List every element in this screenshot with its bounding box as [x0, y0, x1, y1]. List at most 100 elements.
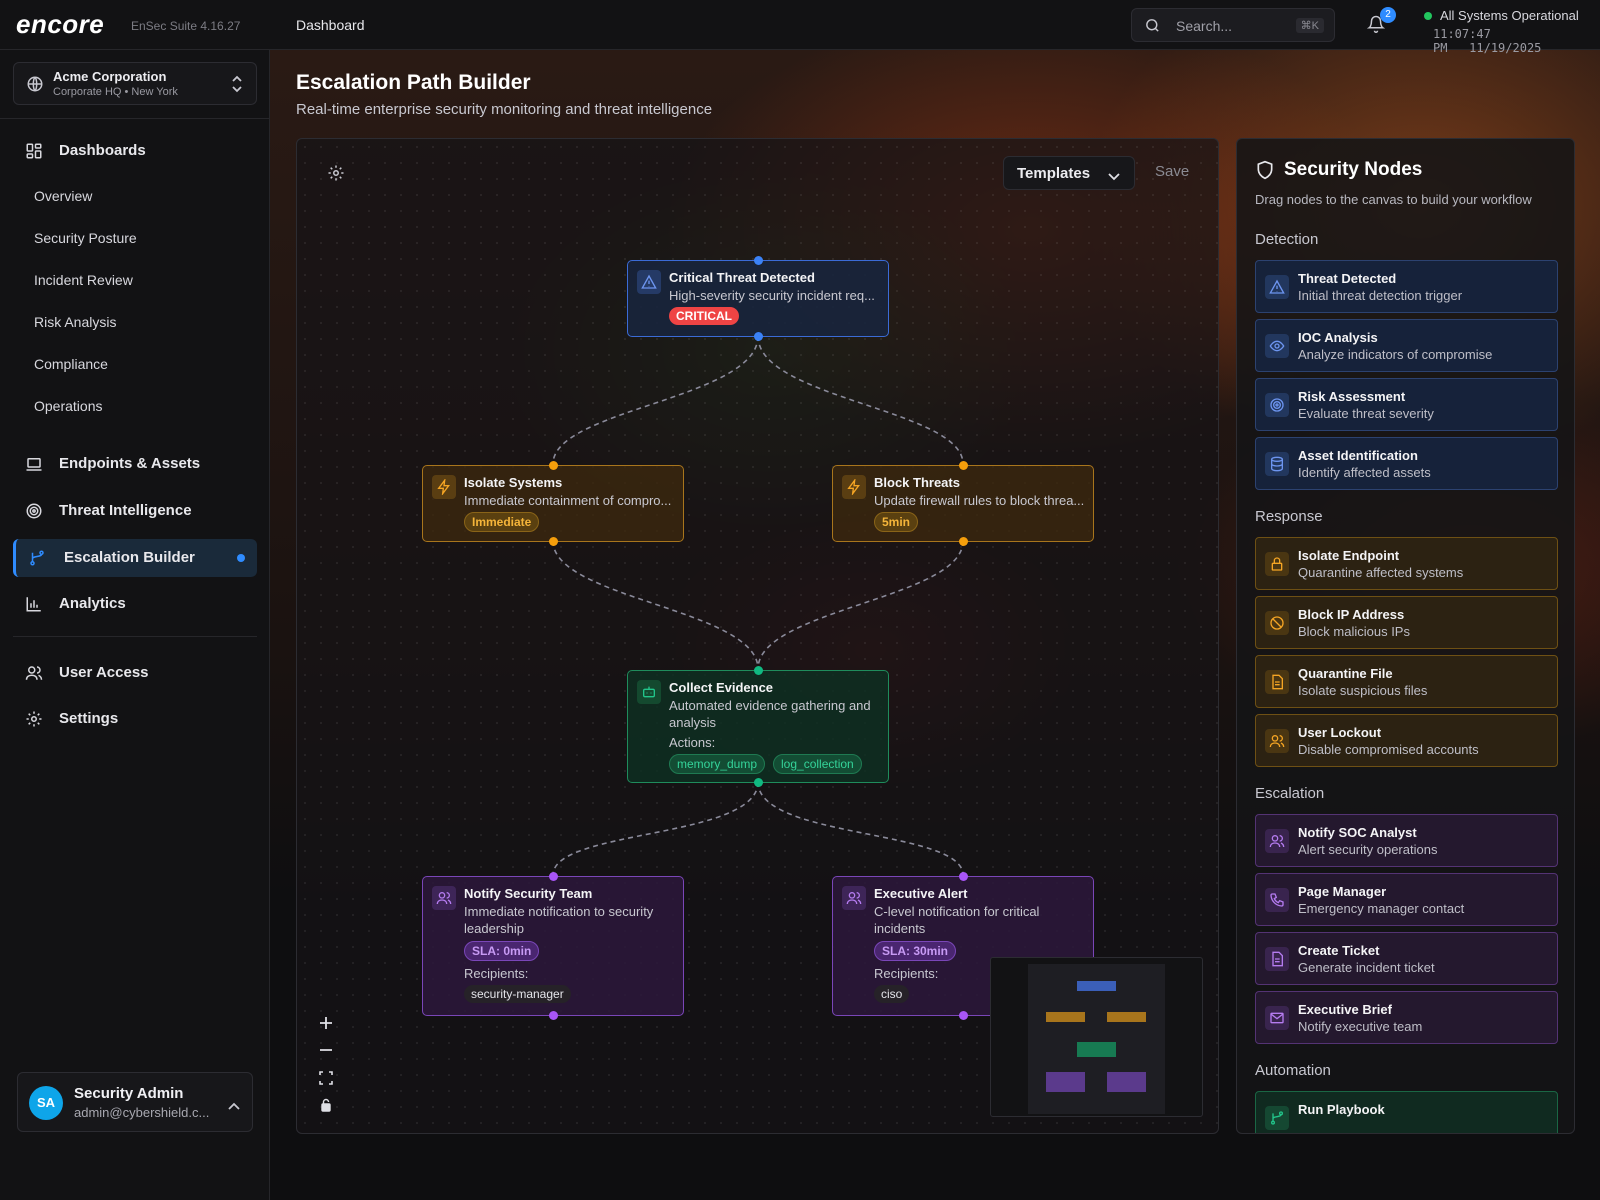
- recipients-label: Recipients:: [464, 966, 529, 981]
- panel-subtitle: Drag nodes to the canvas to build your w…: [1255, 192, 1532, 207]
- palette-executive-brief[interactable]: Executive Brief Notify executive team: [1255, 991, 1558, 1044]
- sidebar-item-analytics[interactable]: Analytics: [13, 585, 257, 623]
- workflow-canvas[interactable]: Templates Save Critical Threat Detected …: [296, 138, 1219, 1134]
- node-block-threats[interactable]: Block Threats Update firewall rules to b…: [832, 465, 1094, 542]
- edge-critical-block: [757, 335, 964, 465]
- node-handle[interactable]: [549, 1011, 558, 1020]
- breadcrumb[interactable]: Dashboard: [296, 17, 365, 33]
- status-dot: [1424, 12, 1432, 20]
- sidebar-item-user-access[interactable]: User Access: [13, 654, 257, 692]
- file-icon: [1265, 947, 1289, 971]
- node-handle[interactable]: [549, 461, 558, 470]
- minimap[interactable]: [990, 957, 1203, 1117]
- app-logo[interactable]: encore: [16, 9, 105, 39]
- gear-icon: [25, 710, 43, 733]
- palette-risk-assessment[interactable]: Risk Assessment Evaluate threat severity: [1255, 378, 1558, 431]
- palette-asset-identification[interactable]: Asset Identification Identify affected a…: [1255, 437, 1558, 490]
- page-title: Escalation Path Builder: [296, 71, 531, 94]
- palette-page-manager[interactable]: Page Manager Emergency manager contact: [1255, 873, 1558, 926]
- palette-block-ip[interactable]: Block IP Address Block malicious IPs: [1255, 596, 1558, 649]
- node-description: C-level notification for critical incide…: [874, 904, 1040, 936]
- actions-label: Actions:: [669, 735, 716, 750]
- palette-desc: Evaluate threat severity: [1298, 406, 1434, 421]
- palette-run-playbook[interactable]: Run Playbook: [1255, 1091, 1558, 1133]
- node-collect-evidence[interactable]: Collect Evidence Automated evidence gath…: [627, 670, 889, 783]
- node-isolate-systems[interactable]: Isolate Systems Immediate containment of…: [422, 465, 684, 542]
- sidebar-item-dashboards[interactable]: Dashboards: [13, 132, 257, 170]
- sidebar-item-risk-analysis[interactable]: Risk Analysis: [34, 314, 117, 330]
- bolt-icon: [842, 475, 866, 499]
- node-notify-security-team[interactable]: Notify Security Team Immediate notificat…: [422, 876, 684, 1016]
- users-icon: [432, 886, 456, 910]
- user-menu[interactable]: SA Security Admin admin@cybershield.c...: [17, 1072, 253, 1132]
- sidebar-item-escalation-builder[interactable]: Escalation Builder: [13, 539, 257, 577]
- node-handle[interactable]: [959, 1011, 968, 1020]
- palette-user-lockout[interactable]: User Lockout Disable compromised account…: [1255, 714, 1558, 767]
- phone-icon: [1265, 888, 1289, 912]
- branch-icon: [1265, 1106, 1289, 1130]
- search-input[interactable]: Search... ⌘K: [1131, 8, 1335, 42]
- edge-critical-isolate: [552, 335, 759, 465]
- node-handle[interactable]: [754, 332, 763, 341]
- gear-icon[interactable]: [327, 164, 345, 187]
- palette-isolate-endpoint[interactable]: Isolate Endpoint Quarantine affected sys…: [1255, 537, 1558, 590]
- zoom-in-icon[interactable]: [315, 1012, 337, 1034]
- palette-threat-detected[interactable]: Threat Detected Initial threat detection…: [1255, 260, 1558, 313]
- sidebar-item-label: Escalation Builder: [64, 549, 195, 566]
- mail-icon: [1265, 1006, 1289, 1030]
- sidebar-item-label: Analytics: [59, 595, 126, 612]
- chevron-up-icon: [228, 1097, 240, 1115]
- target-icon: [25, 502, 43, 525]
- save-button[interactable]: Save: [1155, 163, 1190, 180]
- palette-quarantine-file[interactable]: Quarantine File Isolate suspicious files: [1255, 655, 1558, 708]
- node-handle[interactable]: [754, 666, 763, 675]
- sla-badge: SLA: 0min: [464, 941, 540, 961]
- top-bar: encore EnSec Suite 4.16.27 Dashboard Sea…: [0, 0, 1600, 55]
- node-handle[interactable]: [549, 872, 558, 881]
- section-detection: Detection: [1255, 231, 1319, 248]
- sidebar-item-overview[interactable]: Overview: [34, 188, 93, 204]
- fit-view-icon[interactable]: [315, 1067, 337, 1089]
- node-handle[interactable]: [959, 872, 968, 881]
- sidebar-item-incident-review[interactable]: Incident Review: [34, 272, 133, 288]
- globe-icon: [26, 75, 44, 98]
- org-switcher[interactable]: Acme Corporation Corporate HQ • New York: [13, 62, 257, 105]
- palette-desc: Emergency manager contact: [1298, 901, 1465, 916]
- palette-ioc-analysis[interactable]: IOC Analysis Analyze indicators of compr…: [1255, 319, 1558, 372]
- sidebar-item-operations[interactable]: Operations: [34, 398, 103, 414]
- action-chip: memory_dump: [669, 754, 766, 774]
- node-critical-threat[interactable]: Critical Threat Detected High-severity s…: [627, 260, 889, 337]
- palette-title: IOC Analysis: [1298, 330, 1378, 345]
- minimap-node: [1046, 1072, 1085, 1092]
- palette-title: Quarantine File: [1298, 666, 1393, 681]
- node-handle[interactable]: [754, 778, 763, 787]
- branch-icon: [28, 549, 46, 572]
- node-executive-alert[interactable]: Executive Alert C-level notification for…: [832, 876, 1094, 1016]
- node-handle[interactable]: [549, 537, 558, 546]
- palette-title: Create Ticket: [1298, 943, 1380, 958]
- lock-icon: [1265, 552, 1289, 576]
- sidebar-item-security-posture[interactable]: Security Posture: [34, 230, 137, 246]
- warning-icon: [1265, 275, 1289, 299]
- palette-desc: Isolate suspicious files: [1298, 683, 1428, 698]
- palette-notify-soc[interactable]: Notify SOC Analyst Alert security operat…: [1255, 814, 1558, 867]
- palette-desc: Identify affected assets: [1298, 465, 1431, 480]
- sidebar-item-compliance[interactable]: Compliance: [34, 356, 108, 372]
- sidebar-item-label: Settings: [59, 710, 119, 727]
- palette-create-ticket[interactable]: Create Ticket Generate incident ticket: [1255, 932, 1558, 985]
- sidebar-item-threat-intelligence[interactable]: Threat Intelligence: [13, 492, 257, 530]
- bell-icon[interactable]: [1366, 14, 1386, 39]
- zoom-out-icon[interactable]: [315, 1039, 337, 1061]
- palette-title: Risk Assessment: [1298, 389, 1406, 404]
- lock-icon[interactable]: [315, 1094, 337, 1116]
- sidebar-item-settings[interactable]: Settings: [13, 700, 257, 738]
- eye-icon: [1265, 334, 1289, 358]
- node-handle[interactable]: [754, 256, 763, 265]
- node-handle[interactable]: [959, 537, 968, 546]
- sidebar-item-endpoints[interactable]: Endpoints & Assets: [13, 445, 257, 483]
- palette-title: Asset Identification: [1298, 448, 1418, 463]
- palette-title: User Lockout: [1298, 725, 1382, 740]
- minimap-node: [1077, 1042, 1116, 1057]
- templates-dropdown[interactable]: Templates: [1003, 156, 1135, 190]
- node-handle[interactable]: [959, 461, 968, 470]
